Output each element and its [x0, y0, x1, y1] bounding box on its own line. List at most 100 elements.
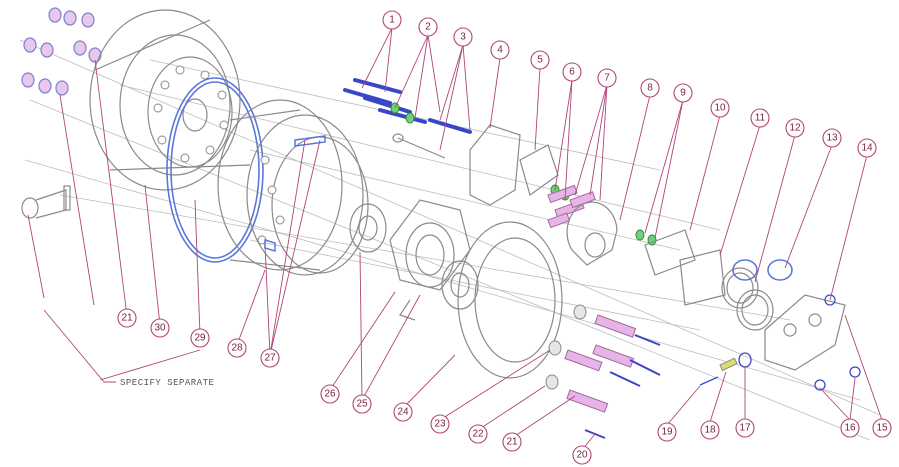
callout-circle: [872, 418, 892, 438]
disc-bolt-shanks: [584, 334, 661, 439]
lug-nuts: [21, 7, 102, 96]
callout-1: 1: [382, 10, 402, 30]
leader-lines: [27, 27, 883, 451]
callout-number: 23: [434, 419, 446, 430]
callout-number: 17: [739, 423, 751, 434]
callout-circle: [502, 432, 522, 452]
callout-number: 9: [680, 88, 686, 99]
callout-number: 29: [194, 333, 206, 344]
outer-wheel-half: [89, 9, 251, 191]
callout-circle: [562, 62, 582, 82]
brake-pins: [547, 184, 596, 229]
callout-circle: [393, 402, 413, 422]
bolts-top: [343, 78, 472, 134]
wheel-bolt-holes: [153, 65, 229, 163]
callout-5: 5: [530, 50, 550, 70]
callout-number: 7: [604, 73, 610, 84]
callout-number: 8: [647, 83, 653, 94]
callout-circle: [260, 348, 280, 368]
callout-circle: [382, 10, 402, 30]
callout-circle: [150, 318, 170, 338]
callout-circle: [640, 78, 660, 98]
callout-30: 30: [150, 318, 170, 338]
callout-circle: [190, 328, 210, 348]
callout-number: 21: [506, 437, 518, 448]
callout-number: 5: [537, 55, 543, 66]
callout-circle: [840, 418, 860, 438]
piston-rings: [732, 259, 793, 281]
bolts-long: [392, 133, 446, 159]
callout-circle: [735, 418, 755, 438]
callout-number: 25: [356, 399, 368, 410]
callout-18: 18: [700, 420, 720, 440]
callout-21: 21: [117, 308, 137, 328]
bleeder: [719, 357, 738, 372]
o-ring: [166, 77, 264, 263]
callout-6: 6: [562, 62, 582, 82]
callout-number: 10: [714, 103, 726, 114]
callout-number: 30: [154, 323, 166, 334]
callout-13: 13: [822, 128, 842, 148]
callout-number: 4: [497, 45, 503, 56]
callout-number: 27: [264, 353, 276, 364]
callout-circle: [657, 422, 677, 442]
bearings: [349, 203, 479, 310]
callout-number: 6: [569, 67, 575, 78]
callout-number: 12: [789, 123, 801, 134]
callout-24: 24: [393, 402, 413, 422]
disc-bolts: [564, 314, 637, 413]
callout-circle: [700, 420, 720, 440]
callout-11: 11: [750, 108, 770, 128]
callout-circle: [490, 40, 510, 60]
caliper-bolts: [699, 352, 861, 391]
callout-circle: [750, 108, 770, 128]
callout-12: 12: [785, 118, 805, 138]
callout-number: 2: [425, 22, 431, 33]
specify-separate-note: SPECIFY SEPARATE: [120, 378, 214, 388]
callout-number: 18: [704, 425, 716, 436]
callout-number: 13: [826, 133, 838, 144]
callout-circle: [673, 83, 693, 103]
callout-circle: [468, 424, 488, 444]
callout-circle: [453, 27, 473, 47]
callout-15: 15: [872, 418, 892, 438]
callout-circle: [320, 384, 340, 404]
callout-circle: [430, 414, 450, 434]
callout-17: 17: [735, 418, 755, 438]
callout-number: 21: [121, 313, 133, 324]
callout-2: 2: [418, 17, 438, 37]
back-plates: [469, 124, 726, 306]
callout-29: 29: [190, 328, 210, 348]
disc-nuts: [545, 304, 587, 390]
callout-14: 14: [857, 138, 877, 158]
callout-circle: [597, 68, 617, 88]
callout-circle: [418, 17, 438, 37]
callout-number: 1: [389, 15, 395, 26]
callout-4: 4: [490, 40, 510, 60]
callout-circle: [227, 338, 247, 358]
callout-20: 20: [572, 445, 592, 465]
callout-number: 26: [324, 389, 336, 400]
brake-disc: [457, 221, 563, 379]
callout-23: 23: [430, 414, 450, 434]
callout-circle: [822, 128, 842, 148]
callout-circle: [710, 98, 730, 118]
callout-number: 14: [861, 143, 873, 154]
callout-circle: [785, 118, 805, 138]
callout-10: 10: [710, 98, 730, 118]
callout-19: 19: [657, 422, 677, 442]
callout-25: 25: [352, 394, 372, 414]
callout-circle: [857, 138, 877, 158]
callout-number: 16: [844, 423, 856, 434]
callout-21: 21: [502, 432, 522, 452]
callout-7: 7: [597, 68, 617, 88]
callout-number: 15: [876, 423, 888, 434]
callout-circle: [530, 50, 550, 70]
callout-9: 9: [673, 83, 693, 103]
callout-28: 28: [227, 338, 247, 358]
callout-16: 16: [840, 418, 860, 438]
callout-number: 20: [576, 450, 588, 461]
valve-stem: [21, 185, 71, 219]
callout-number: 11: [755, 113, 766, 124]
